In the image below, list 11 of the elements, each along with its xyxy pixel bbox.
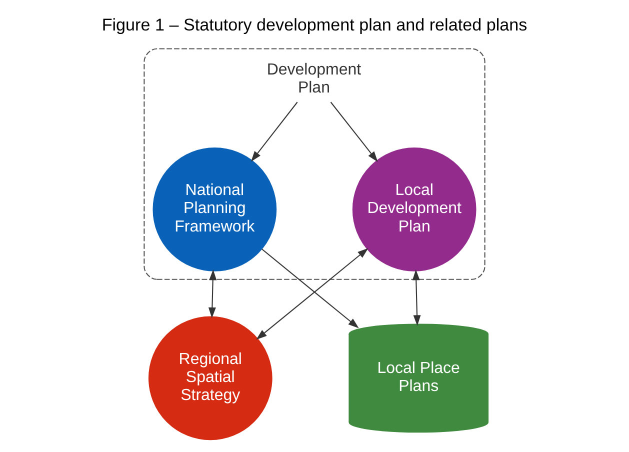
node-circle: Regional Spatial Strategy xyxy=(148,316,272,440)
node-text: Development Plan xyxy=(266,61,362,97)
arrow xyxy=(330,102,378,162)
arrow xyxy=(250,102,298,162)
arrow xyxy=(262,248,359,328)
arrow xyxy=(208,270,217,318)
arrow xyxy=(412,270,421,326)
diagram-title: Figure 1 – Statutory development plan and related plans xyxy=(102,15,528,34)
node-circle: Local Development Plan xyxy=(352,148,476,272)
node-circle: National Planning Framework xyxy=(152,148,277,272)
arrow xyxy=(256,248,368,340)
